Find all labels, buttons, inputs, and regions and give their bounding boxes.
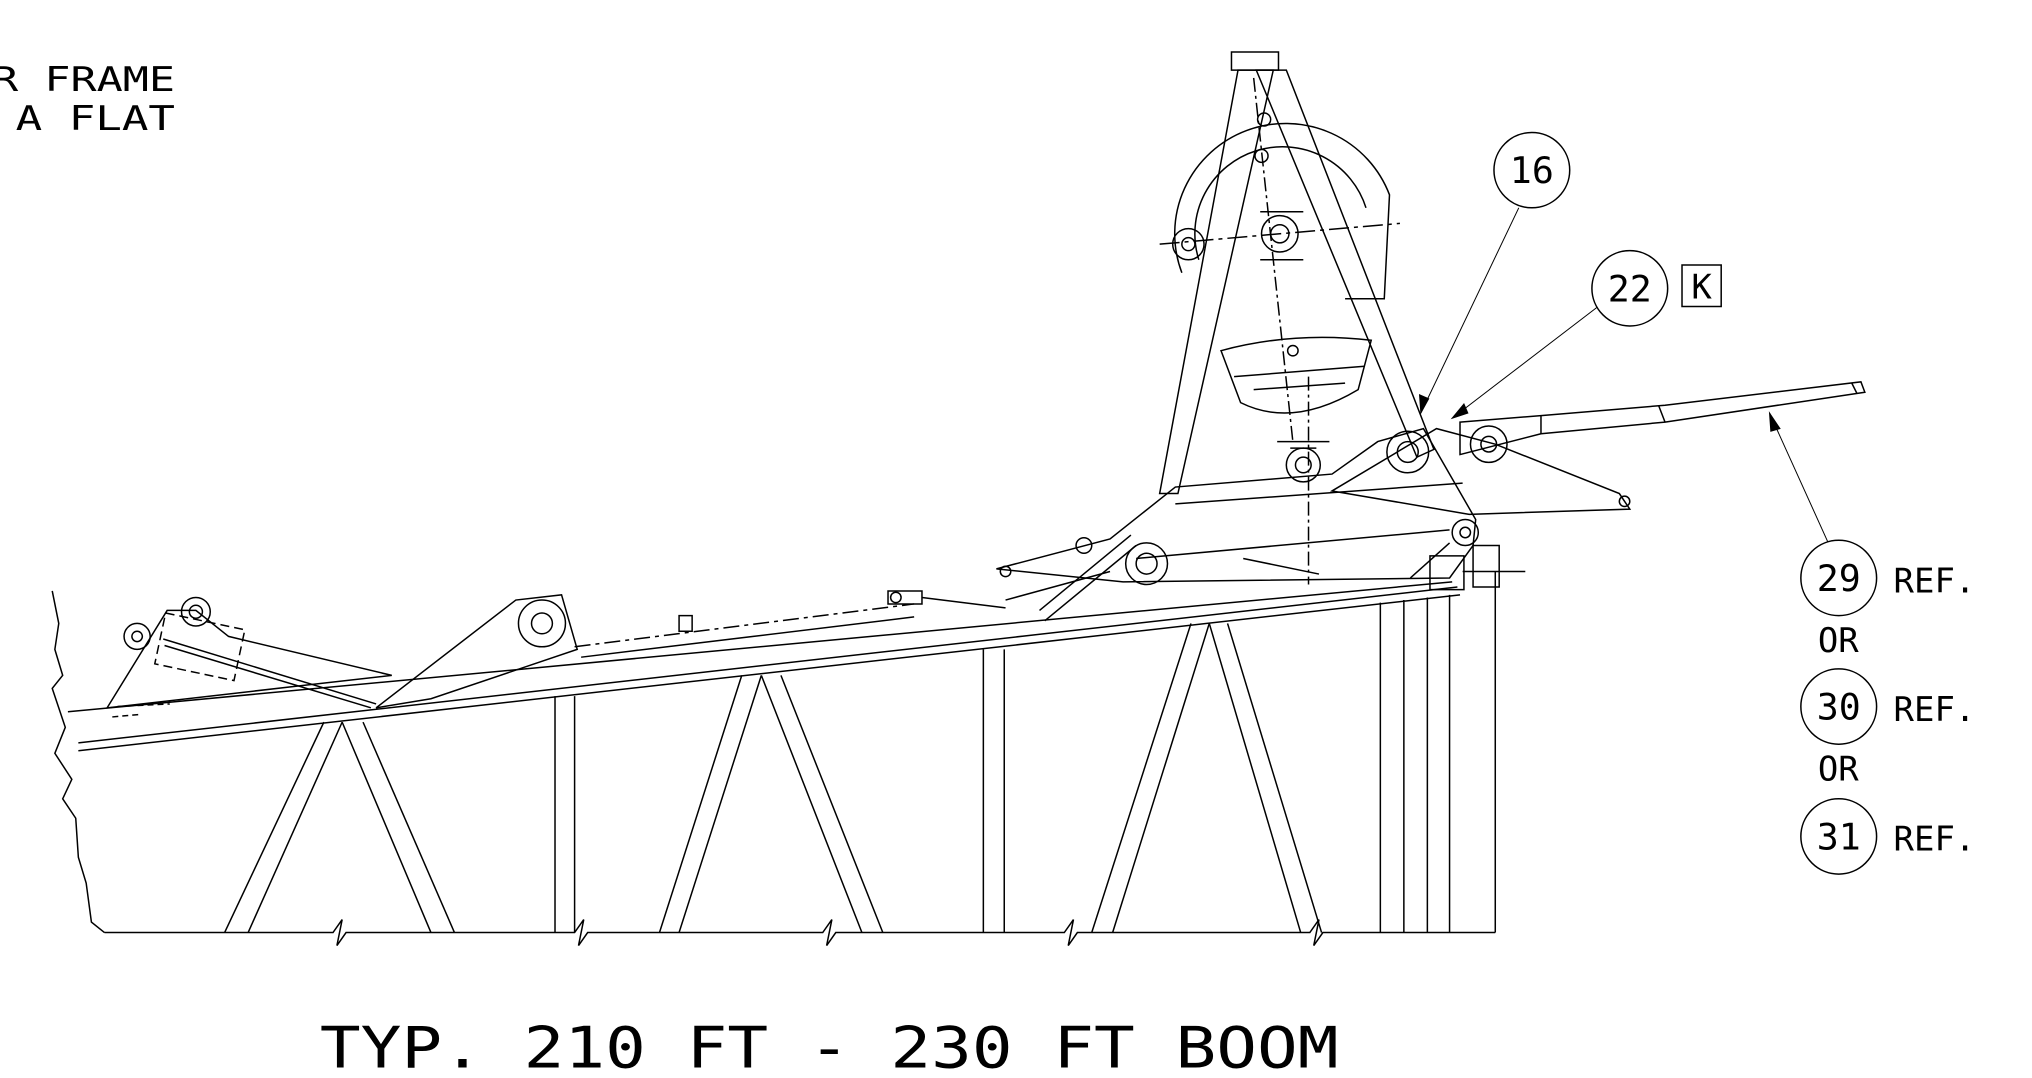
leader-lines <box>1420 208 1829 543</box>
top-chord-upper <box>68 582 1452 712</box>
bottom-chord <box>104 920 1495 946</box>
callout-29-ref: REF. <box>1894 561 1976 600</box>
top-chord-lower <box>78 595 1460 751</box>
callout-22: 22 K <box>1592 251 1721 326</box>
callout-30: 30 REF. <box>1801 669 1975 744</box>
callout-30-balloon <box>1801 669 1877 744</box>
callout-29-label: 29 <box>1817 557 1861 600</box>
corner-note-line2: A FLAT <box>16 99 175 138</box>
callout-31-ref: REF. <box>1894 820 1976 859</box>
callout-22-label: 22 <box>1608 267 1652 310</box>
callout-29-balloon <box>1801 540 1877 615</box>
or-label-1: OR <box>1818 621 1859 660</box>
callout-31-balloon <box>1801 799 1877 874</box>
a-frame-assembly <box>1160 52 1434 494</box>
callout-30-label: 30 <box>1817 686 1861 729</box>
boom-truss <box>52 571 1495 945</box>
drawing-caption: TYP. 210 FT - 230 FT BOOM <box>320 1015 1339 1078</box>
callout-30-ref: REF. <box>1894 690 1976 729</box>
corner-note-line1: R FRAME <box>0 60 175 99</box>
callout-22-balloon <box>1592 251 1668 326</box>
callout-22-tag-box <box>1682 265 1721 307</box>
callout-16-label: 16 <box>1510 149 1554 192</box>
left-break <box>52 591 104 933</box>
base-frame <box>888 377 1630 621</box>
callout-16-balloon <box>1494 132 1570 207</box>
callout-16: 16 <box>1494 132 1570 207</box>
pendant-bar <box>1460 382 1865 455</box>
callout-31-label: 31 <box>1817 816 1861 859</box>
or-label-2: OR <box>1818 750 1859 789</box>
callout-22-tag: K <box>1691 268 1712 307</box>
left-pin-lug <box>107 597 392 716</box>
mid-gusset-lug <box>376 595 914 708</box>
callout-29: 29 REF. <box>1801 540 1975 615</box>
callout-31: 31 REF. <box>1801 799 1975 874</box>
